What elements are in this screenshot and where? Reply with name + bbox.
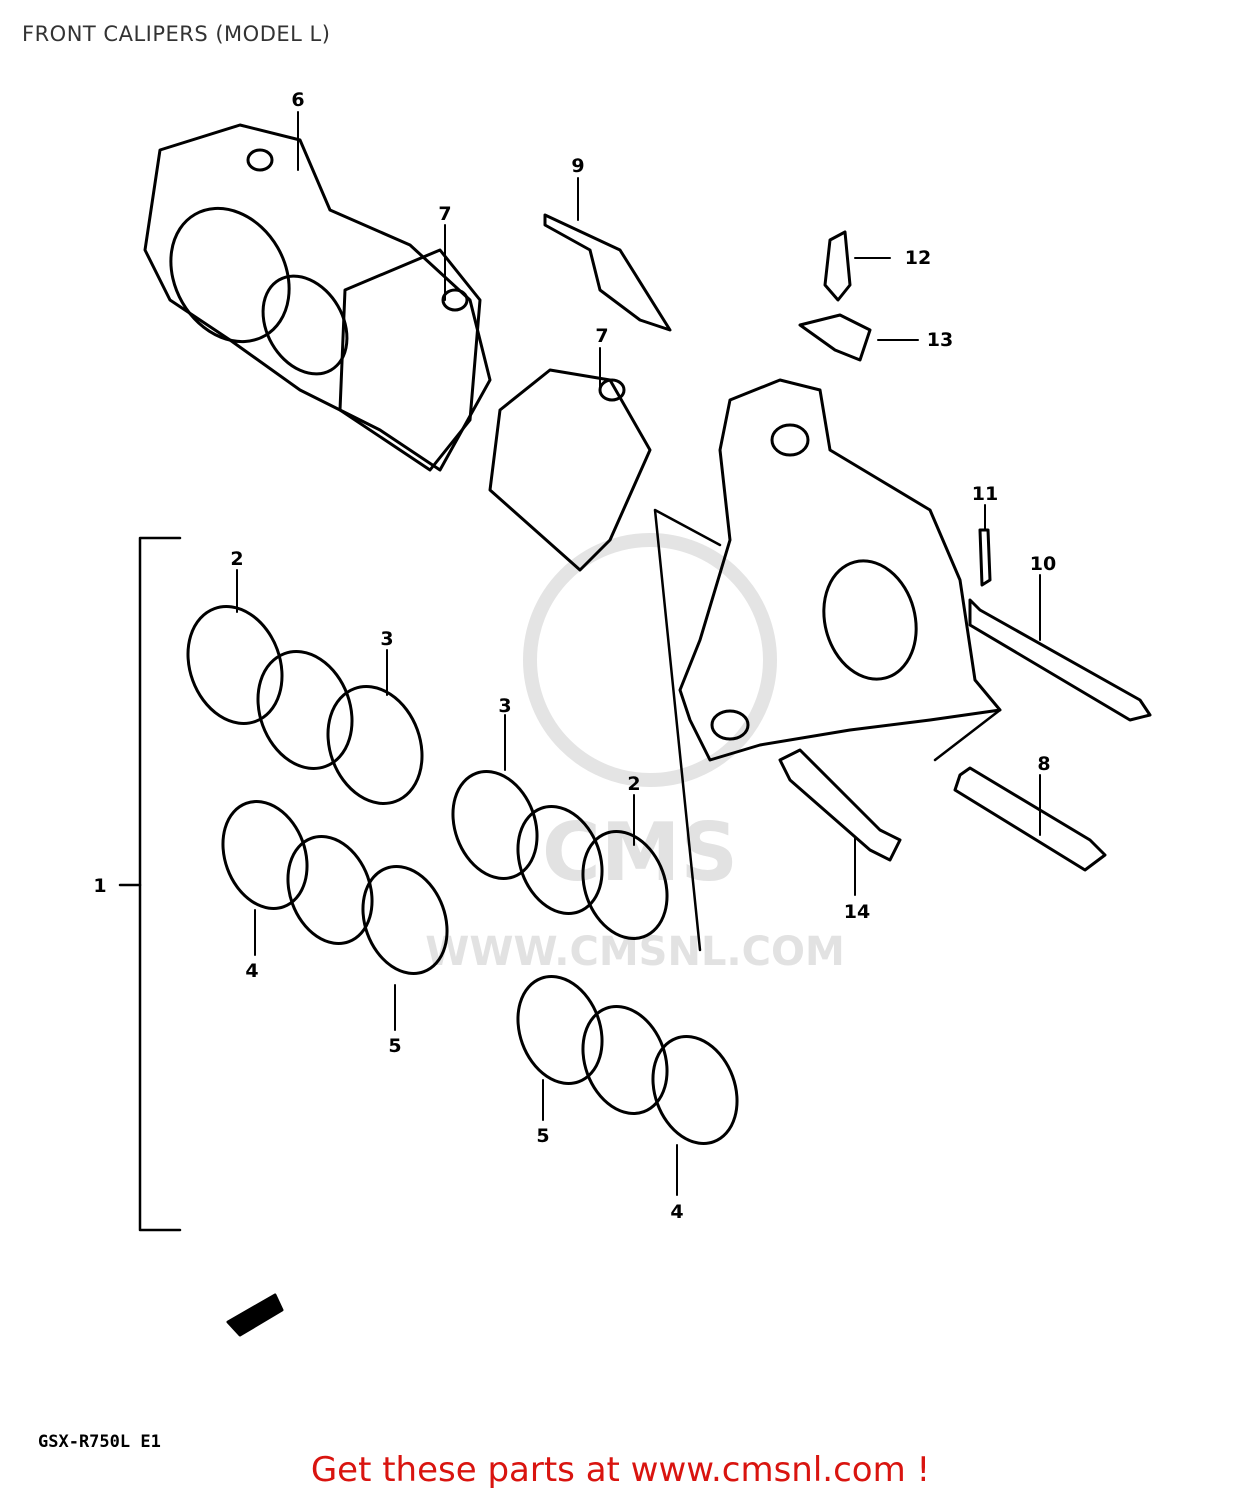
callout-6: 6 (291, 89, 304, 111)
callout-7b: 7 (595, 325, 608, 347)
callout-8: 8 (1037, 753, 1050, 775)
caliper-bleeder (798, 230, 872, 362)
callout-3a: 3 (380, 628, 393, 650)
callout-9: 9 (571, 155, 584, 177)
assembly-bracket (118, 508, 1002, 1232)
callout-12: 12 (905, 247, 931, 269)
callout-10: 10 (1030, 553, 1056, 575)
callout-5a: 5 (388, 1035, 401, 1057)
callout-13: 13 (927, 329, 953, 351)
dust-plug (978, 528, 992, 587)
caliper-housing-outer (143, 123, 492, 472)
watermark: CMS WWW.CMSNL.COM (425, 533, 845, 975)
callout-4a: 4 (245, 960, 258, 982)
piston-set-1 (186, 605, 424, 805)
housing-bolt (953, 766, 1107, 872)
watermark-url: WWW.CMSNL.COM (425, 929, 845, 975)
piston-set-2 (221, 800, 449, 975)
pad-spring (543, 213, 672, 332)
callout-14: 14 (844, 901, 870, 923)
brake-pad-a (338, 248, 482, 472)
callout-2a: 2 (230, 548, 243, 570)
piston-set-4 (516, 975, 739, 1145)
callouts: 1 2 2 3 3 4 4 5 5 6 7 7 8 9 10 11 12 13 … (93, 89, 1056, 1223)
watermark-logo: CMS (542, 806, 738, 899)
callout-7a: 7 (438, 203, 451, 225)
caliper-axle-pin (968, 598, 1152, 722)
callout-3b: 3 (498, 695, 511, 717)
callout-5b: 5 (536, 1125, 549, 1147)
call-to-action-link[interactable]: Get these parts at www.cmsnl.com ! (310, 1450, 931, 1490)
leader-lines (236, 111, 1041, 1196)
piston-set-3 (451, 770, 669, 940)
page-title: FRONT CALIPERS (MODEL L) (22, 22, 331, 46)
callout-2b: 2 (627, 773, 640, 795)
callout-11: 11 (972, 483, 998, 505)
mounting-bolt (778, 748, 902, 862)
callout-1: 1 (93, 875, 106, 897)
callout-4b: 4 (670, 1201, 683, 1223)
caliper-housing-inner (678, 378, 1002, 762)
model-code: GSX-R750L E1 (38, 1432, 161, 1452)
front-arrow-icon (226, 1293, 284, 1337)
